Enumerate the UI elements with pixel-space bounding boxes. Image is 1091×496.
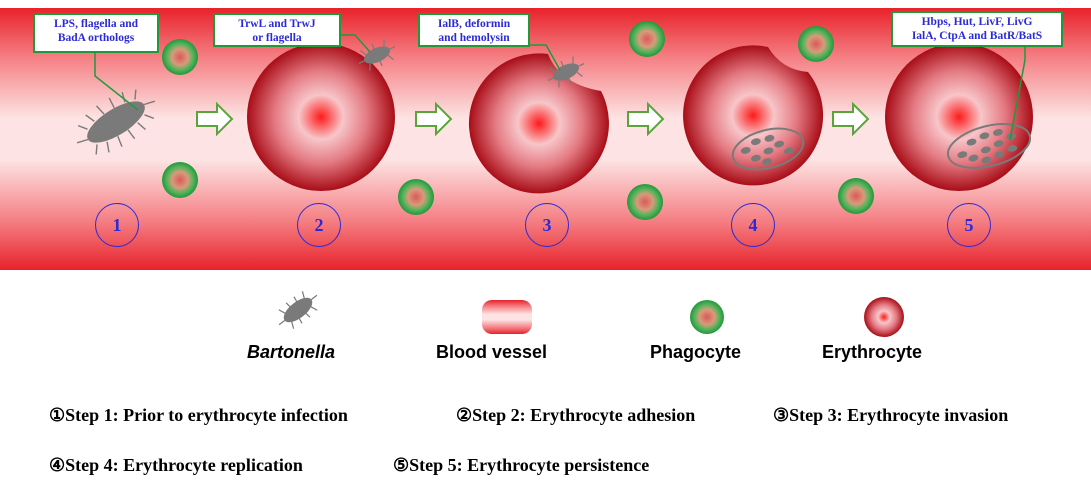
leader-line-step-5 — [1009, 45, 1026, 141]
label-step-1-line-2: BadA orthologs — [57, 32, 135, 44]
arrow-right-icon — [832, 101, 870, 137]
label-step-2-line-1: TrwL and TrwJ — [238, 18, 316, 30]
label-step-1-line-1: LPS, flagella and — [53, 18, 139, 30]
legend-phagocyte-label: Phagocyte — [650, 342, 742, 362]
step-number-5: 5 — [947, 203, 991, 247]
legend — [278, 291, 904, 337]
erythrocyte-step-5 — [885, 43, 1033, 191]
label-step-5-line-1: Hbps, Hut, LivF, LivG — [921, 16, 1033, 28]
label-step-3: IalB, deformin and hemolysin — [418, 13, 530, 47]
leader-lines — [94, 34, 1026, 141]
caption-step-2: ②Step 2: Erythrocyte adhesion — [456, 405, 696, 425]
label-step-1: LPS, flagella and BadA orthologs — [33, 13, 159, 53]
phagocyte — [838, 178, 874, 214]
step-number-1: 1 — [95, 203, 139, 247]
erythrocyte-step-3 — [468, 53, 609, 194]
phagocyte — [629, 21, 665, 57]
phagocyte — [798, 26, 834, 62]
step-number-4: 4 — [731, 203, 775, 247]
vacuole-step-4 — [731, 127, 805, 171]
phagocyte — [162, 39, 198, 75]
bartonella-step-1 — [76, 89, 156, 155]
label-step-3-line-1: IalB, deformin — [437, 18, 511, 30]
arrow-right-icon — [627, 101, 665, 137]
caption-step-1: ①Step 1: Prior to erythrocyte infection — [49, 405, 348, 425]
label-step-3-line-2: and hemolysin — [438, 32, 510, 44]
caption-step-4: ④Step 4: Erythrocyte replication — [49, 455, 303, 475]
phagocytes — [162, 21, 874, 220]
label-step-5: Hbps, Hut, LivF, LivG IalA, CtpA and Bat… — [891, 11, 1063, 47]
step-number-3: 3 — [525, 203, 569, 247]
legend-phagocyte-icon — [690, 300, 724, 334]
erythrocyte-step-2 — [247, 43, 395, 191]
legend-erythrocyte-label: Erythrocyte — [822, 342, 923, 362]
legend-blood-vessel-label: Blood vessel — [436, 342, 548, 362]
leader-line-step-3 — [528, 44, 561, 71]
label-step-2: TrwL and TrwJ or flagella — [213, 13, 341, 47]
label-step-2-line-2: or flagella — [252, 32, 302, 44]
arrow-right-icon — [196, 101, 234, 137]
bartonella-step-2 — [358, 39, 396, 71]
phagocyte — [398, 179, 434, 215]
legend-erythrocyte-icon — [864, 297, 904, 337]
caption-step-5: ⑤Step 5: Erythrocyte persistence — [393, 455, 650, 475]
phagocyte — [627, 184, 663, 220]
arrow-right-icon — [415, 101, 453, 137]
label-step-5-line-2: IalA, CtpA and BatR/BatS — [911, 30, 1043, 42]
step-arrows — [196, 101, 870, 137]
vacuole-step-5 — [946, 123, 1032, 169]
caption-step-3: ③Step 3: Erythrocyte invasion — [773, 405, 1009, 425]
legend-bartonella-icon — [278, 291, 318, 329]
leader-line-step-2 — [340, 34, 371, 53]
legend-bartonella-label: Bartonella — [247, 342, 336, 362]
legend-blood-vessel-icon — [482, 300, 532, 334]
leader-line-step-1 — [94, 52, 139, 111]
step-number-2: 2 — [297, 203, 341, 247]
phagocyte — [162, 162, 198, 198]
